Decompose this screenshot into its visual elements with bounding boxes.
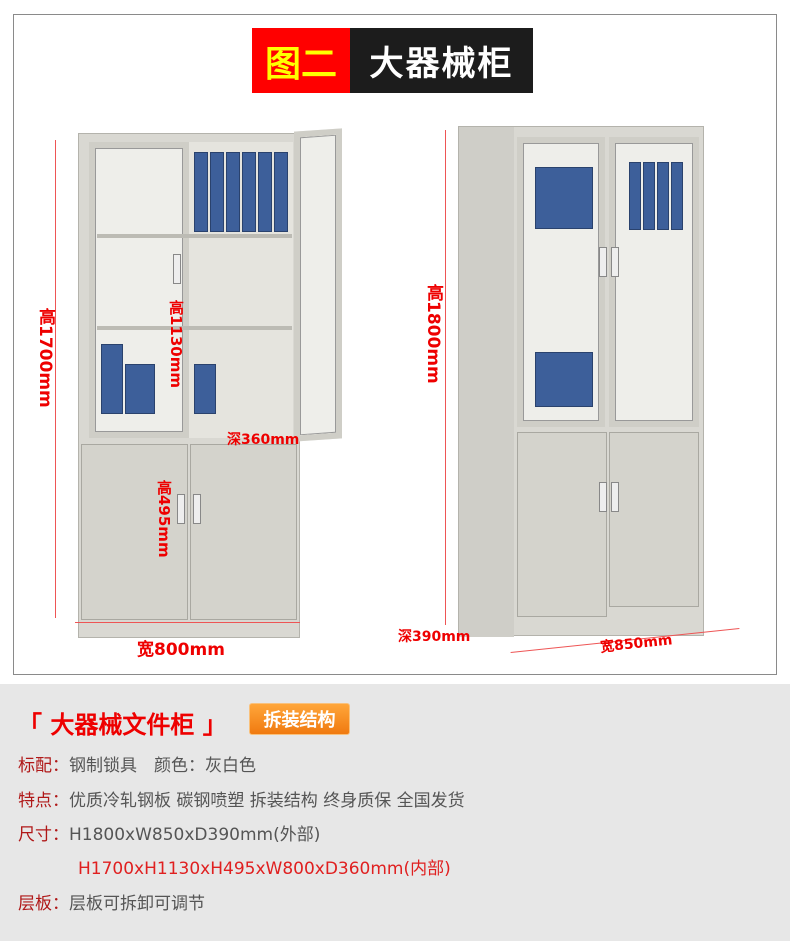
left-height-label: 高1700mm bbox=[35, 308, 55, 408]
figure-label: 图二 bbox=[252, 28, 350, 93]
product-title: 「 大器械文件柜 」 bbox=[18, 711, 227, 739]
right-lower-door-2 bbox=[609, 432, 699, 607]
info-row-shelf: 层板：层板可拆卸可调节 bbox=[18, 894, 205, 914]
left-width-label: 宽800mm bbox=[137, 640, 225, 660]
header-title: 大器械柜 bbox=[350, 28, 533, 93]
info-row-inner-size: H1700xH1130xH495xW800xD360mm(内部) bbox=[78, 859, 451, 879]
header-badge: 图二 大器械柜 bbox=[252, 28, 533, 93]
left-lower-height-label: 高495mm bbox=[155, 480, 173, 558]
left-lower-door-2 bbox=[190, 444, 297, 620]
product-info-panel bbox=[0, 684, 790, 941]
right-depth-label: 深390mm bbox=[398, 629, 471, 645]
info-row-features: 特点：优质冷轧钢板 碳钢喷塑 拆装结构 终身质保 全国发货 bbox=[18, 791, 465, 811]
info-row-size: 尺寸：H1800xW850xD390mm(外部) bbox=[18, 825, 321, 845]
left-depth-label: 深360mm bbox=[227, 432, 300, 448]
left-upper-height-label: 高1130mm bbox=[167, 300, 185, 389]
right-lower-door-1 bbox=[517, 432, 607, 617]
structure-button[interactable]: 拆装结构 bbox=[249, 703, 350, 735]
left-cabinet bbox=[78, 133, 300, 638]
right-glass-door-2 bbox=[609, 137, 699, 427]
right-height-label: 高1800mm bbox=[423, 284, 443, 384]
left-open-door bbox=[294, 128, 342, 442]
info-row-standard: 标配：钢制锁具 颜色：灰白色 bbox=[18, 756, 256, 776]
right-cabinet bbox=[458, 126, 704, 637]
left-lower-door-1 bbox=[81, 444, 188, 620]
